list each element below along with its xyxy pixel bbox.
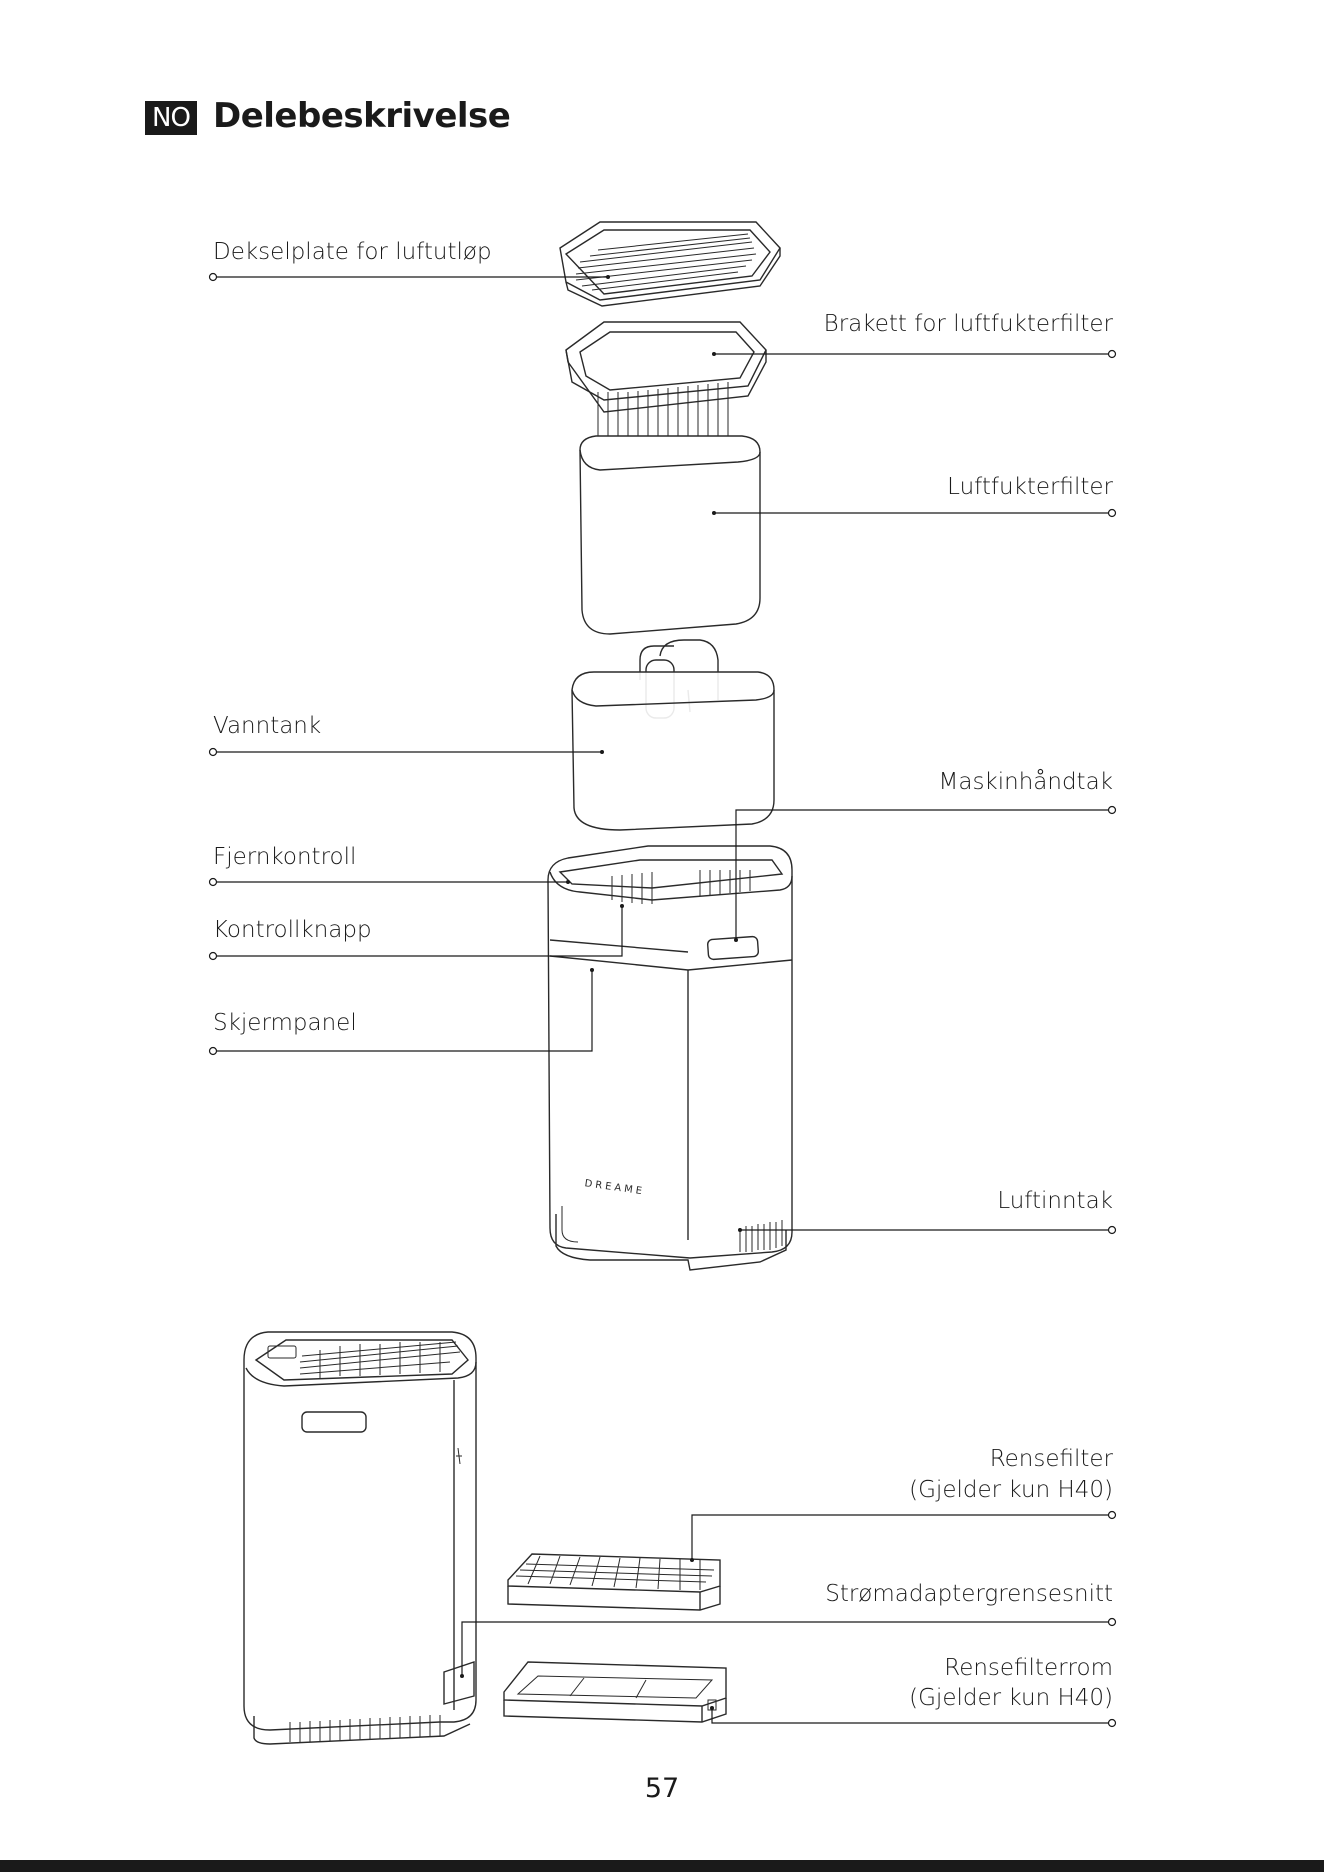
cover-plate-illustration xyxy=(560,222,780,306)
label-humidifier-filter: Luftfukterfilter xyxy=(947,472,1113,502)
label-power-interface: Strømadaptergrensesnitt xyxy=(825,1579,1113,1609)
label-cover-plate: Dekselplate for luftutløp xyxy=(213,237,492,267)
humidifier-filter-illustration xyxy=(580,382,760,634)
filter-room-illustration xyxy=(504,1662,726,1722)
main-body-illustration xyxy=(548,846,792,1270)
label-control-button: Kontrollknapp xyxy=(213,915,372,945)
label-purifying-filter: Rensefilter xyxy=(990,1444,1113,1474)
bottom-edge-bar xyxy=(0,1860,1324,1872)
page-number: 57 xyxy=(0,1773,1324,1804)
purifying-filter-illustration xyxy=(508,1554,720,1610)
label-remote-control: Fjernkontroll xyxy=(213,842,356,872)
assembled-unit-illustration xyxy=(244,1332,476,1744)
label-filter-bracket: Brakett for luftfukterfilter xyxy=(824,309,1113,339)
label-filter-room-note: (Gjelder kun H40) xyxy=(909,1683,1113,1713)
label-machine-handle: Maskinhåndtak xyxy=(939,767,1114,797)
label-water-tank: Vanntank xyxy=(213,711,321,741)
label-filter-room: Rensefilterrom xyxy=(944,1653,1113,1683)
filter-bracket-illustration xyxy=(566,322,766,412)
label-purifying-filter-note: (Gjelder kun H40) xyxy=(909,1475,1113,1505)
label-display-panel: Skjermpanel xyxy=(213,1008,357,1038)
water-tank-illustration xyxy=(572,640,774,830)
label-air-inlet: Luftinntak xyxy=(997,1186,1113,1216)
